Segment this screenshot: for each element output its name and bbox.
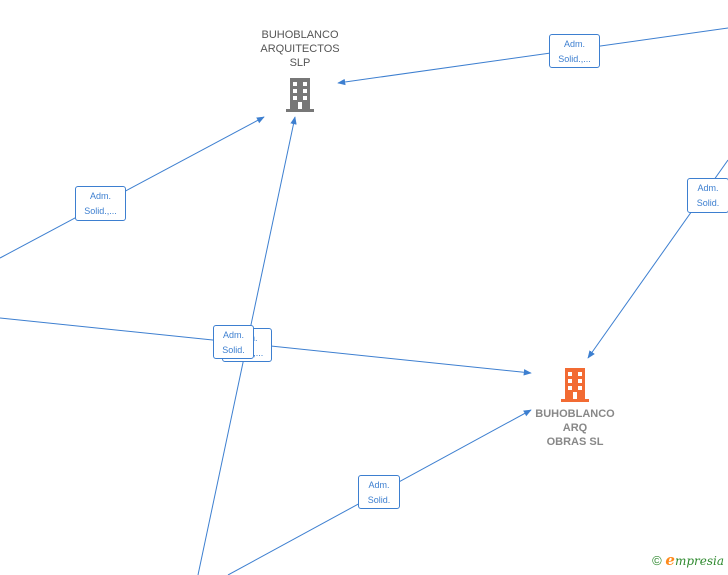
company-node-buhoblanco-arquitectos[interactable]: BUHOBLANCO ARQUITECTOS SLP: [250, 28, 350, 117]
copyright-symbol: ©: [652, 553, 662, 568]
empresia-watermark: © empresia: [652, 551, 724, 569]
company-name: BUHOBLANCO ARQ OBRAS SL: [535, 408, 615, 448]
edge-label[interactable]: Adm. Solid.: [687, 178, 728, 213]
company-node-buhoblanco-arq-obras[interactable]: BUHOBLANCO ARQ OBRAS SL: [525, 366, 625, 449]
company-name: BUHOBLANCO ARQUITECTOS SLP: [260, 29, 340, 69]
edge-label[interactable]: Adm. Solid.: [213, 325, 254, 359]
empresia-logo: empresia: [665, 551, 724, 569]
building-icon: [286, 78, 314, 112]
building-icon: [561, 368, 589, 402]
edge-label[interactable]: Adm. Solid.,...: [75, 186, 126, 221]
edge-label[interactable]: Adm. Solid.: [358, 475, 400, 509]
edge-line[interactable]: [0, 116, 265, 259]
edge-line[interactable]: [337, 27, 728, 86]
edge-label[interactable]: Adm. Solid.,...: [549, 34, 600, 68]
